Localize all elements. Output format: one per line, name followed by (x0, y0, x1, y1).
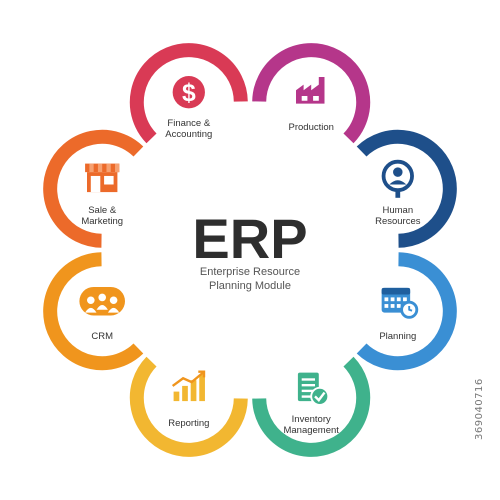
ring-arc (356, 252, 457, 371)
module-node: $ Finance &Accounting (144, 58, 233, 147)
people-group-icon (79, 286, 125, 316)
module-label-line2: Marketing (81, 216, 123, 227)
module-node: Planning (353, 267, 442, 356)
svg-text:$: $ (182, 80, 196, 107)
ring-arc (129, 43, 248, 144)
module-label-line1: Planning (379, 331, 416, 342)
module-node: Sale &Marketing (58, 144, 147, 233)
ring-arc (43, 252, 144, 371)
module-label-line1: Reporting (168, 418, 209, 429)
module-label-line1: Inventory (292, 414, 331, 425)
storefront-icon (85, 163, 120, 193)
module-label-line1: Production (288, 122, 333, 133)
ring-arc (129, 356, 248, 457)
image-code: 369040716 (474, 378, 485, 440)
bar-chart-icon (171, 370, 206, 402)
ring-arc (252, 356, 371, 457)
center-subtitle-line1: Enterprise Resource (200, 266, 300, 278)
center-subtitle-line2: Planning Module (209, 280, 291, 292)
module-node: Reporting (144, 353, 233, 442)
module-node: Production (267, 58, 356, 147)
ring-arc (356, 129, 457, 248)
center-title: ERP (192, 207, 307, 270)
module-label-line1: Sale & (88, 205, 117, 216)
module-label-line1: Human (382, 205, 413, 216)
module-label-line1: Finance & (167, 118, 210, 129)
module-label-line2: Accounting (165, 129, 212, 140)
module-label-line2: Resources (375, 216, 421, 227)
factory-icon (296, 77, 325, 104)
ring-arc (252, 43, 371, 144)
person-search-icon (381, 159, 414, 198)
calendar-clock-icon (381, 287, 419, 319)
dollar-coin-icon: $ (172, 76, 205, 109)
module-label-line1: CRM (91, 331, 113, 342)
ring-arc (43, 129, 144, 248)
module-label-line2: Management (283, 425, 339, 436)
clipboard-check-icon (297, 372, 330, 406)
module-node: CRM (58, 267, 147, 356)
